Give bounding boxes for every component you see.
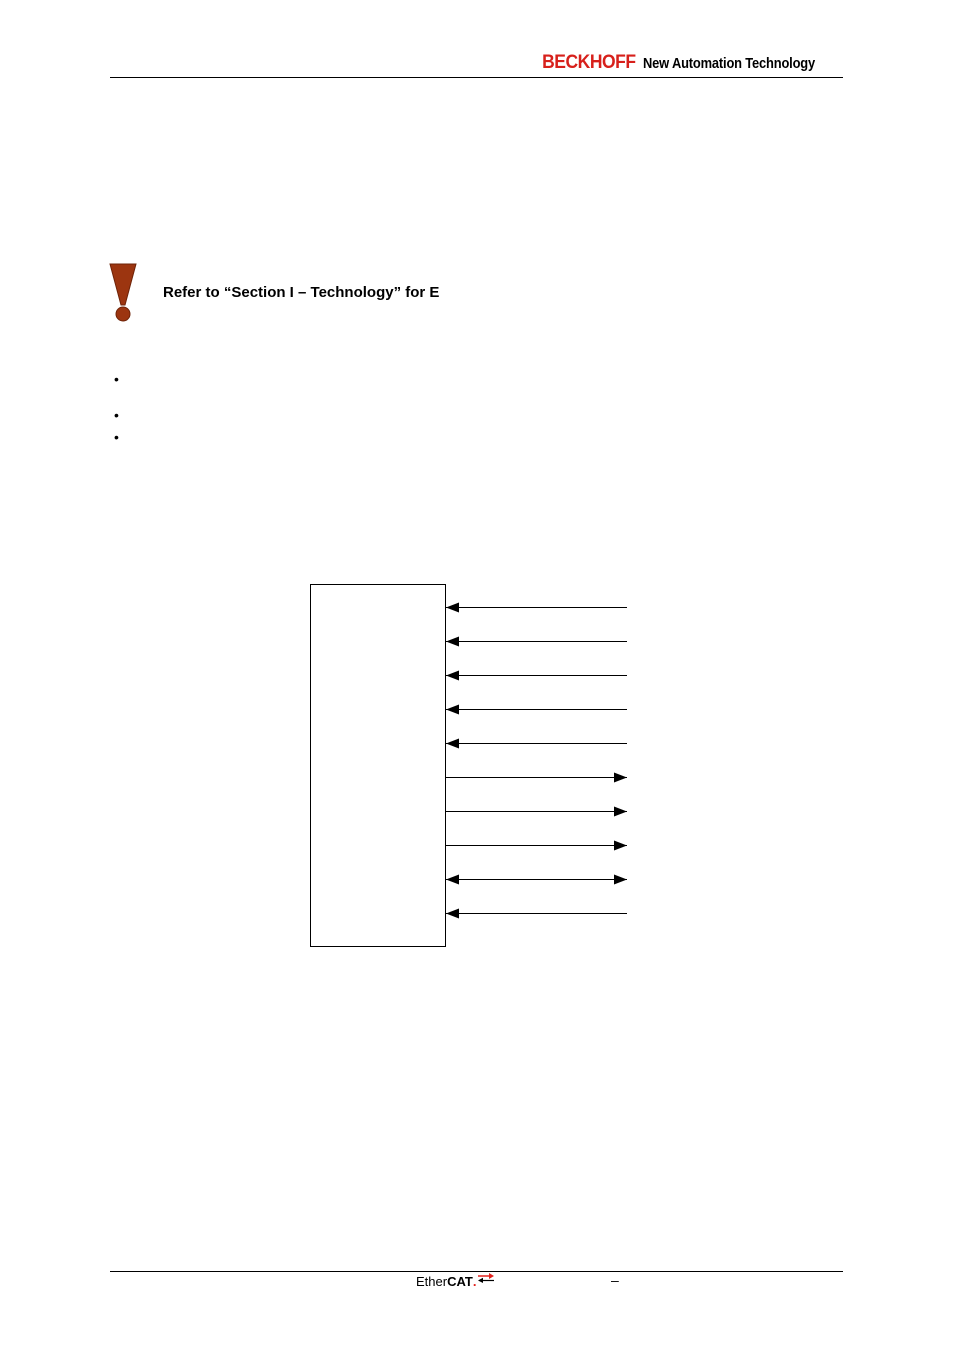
arrowhead-left xyxy=(446,874,459,885)
ethercat-logo: Ether CAT . xyxy=(416,1273,495,1289)
footer-dash: – xyxy=(611,1272,619,1288)
beckhoff-logo: BECKHOFF xyxy=(542,52,637,73)
header-brand: BECKHOFF New Automation Technology xyxy=(534,52,843,74)
arrowhead-right xyxy=(614,874,627,885)
bullet-2: • xyxy=(114,407,119,423)
ethercat-dot: . xyxy=(472,1274,477,1289)
arrowhead-left xyxy=(446,704,459,715)
ethercat-prefix: Ether xyxy=(416,1274,448,1289)
arrowhead-left xyxy=(446,738,459,749)
arrowhead-right xyxy=(614,806,627,817)
arrowhead-right xyxy=(614,772,627,783)
arrowhead-left xyxy=(446,602,459,613)
arrowhead-left xyxy=(446,636,459,647)
device-block xyxy=(310,584,446,947)
signal-diagram xyxy=(310,584,627,947)
note-text: Refer to “Section I – Technology” for E xyxy=(163,284,440,301)
arrowhead-left xyxy=(446,908,459,919)
ethercat-bold: CAT xyxy=(447,1274,473,1289)
arrowhead-right xyxy=(614,840,627,851)
bullet-1: • xyxy=(114,371,119,387)
bullet-3: • xyxy=(114,429,119,445)
footer-rule xyxy=(110,1271,843,1272)
exclamation-icon xyxy=(109,263,137,322)
arrowhead-left xyxy=(446,670,459,681)
ethercat-arrows-icon xyxy=(478,1273,495,1283)
header-rule xyxy=(110,77,843,78)
brand-tagline: New Automation Technology xyxy=(643,55,815,72)
